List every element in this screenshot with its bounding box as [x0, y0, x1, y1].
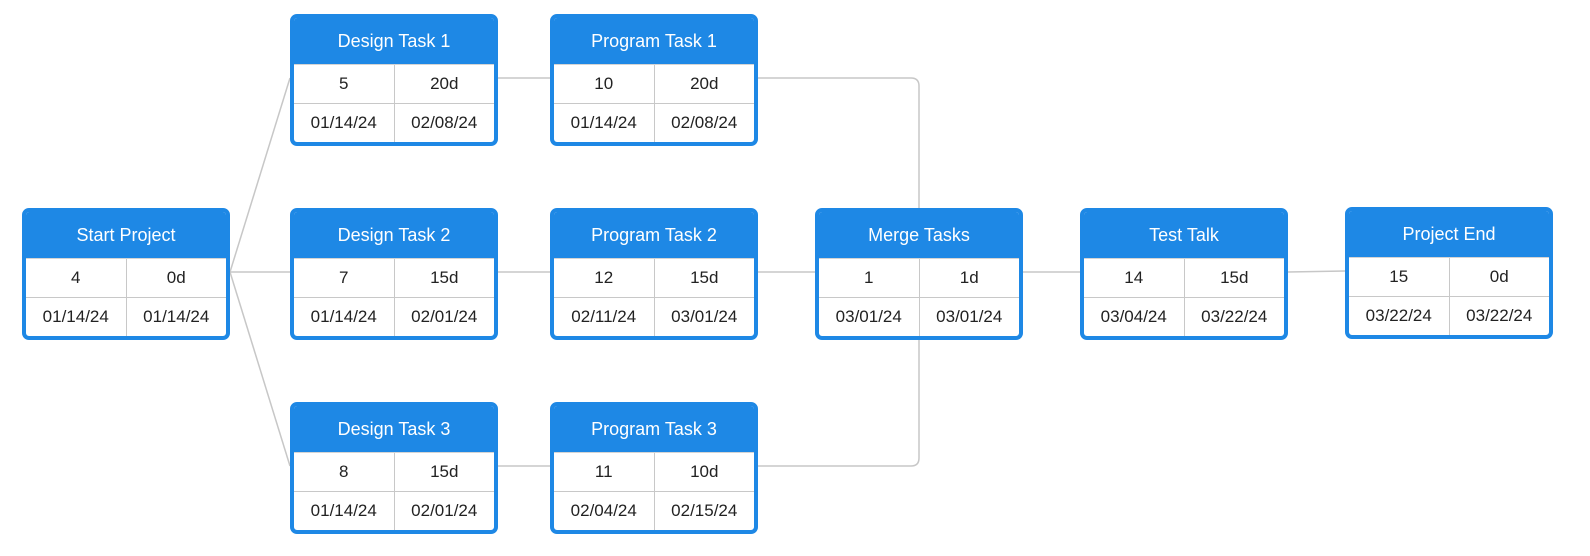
task-node-program1[interactable]: Program Task 1 10 20d 01/14/24 02/08/24	[550, 14, 758, 146]
task-title: Merge Tasks	[819, 212, 1019, 259]
task-node-program2[interactable]: Program Task 2 12 15d 02/11/24 03/01/24	[550, 208, 758, 340]
task-number: 10	[594, 74, 614, 93]
task-number: 12	[594, 268, 614, 287]
task-node-end[interactable]: Project End 15 0d 03/22/24 03/22/24	[1345, 207, 1553, 339]
task-title: Start Project	[26, 212, 226, 259]
task-start-date: 03/22/24	[1365, 306, 1432, 325]
task-title: Program Task 1	[554, 18, 754, 65]
task-end-date: 02/08/24	[653, 104, 755, 142]
task-title: Test Talk	[1084, 212, 1284, 259]
task-node-design3[interactable]: Design Task 3 8 15d 01/14/24 02/01/24	[290, 402, 498, 534]
task-number: 8	[339, 462, 349, 481]
connector-test-to-end	[1287, 270, 1346, 273]
task-dates-row: 01/14/24 02/08/24	[294, 103, 494, 142]
task-title: Project End	[1349, 211, 1549, 258]
task-duration: 15d	[1183, 259, 1285, 297]
task-duration: 15d	[393, 259, 495, 297]
task-node-design2[interactable]: Design Task 2 7 15d 01/14/24 02/01/24	[290, 208, 498, 340]
task-number: 5	[339, 74, 349, 93]
task-start-date: 01/14/24	[570, 113, 637, 132]
task-info-row: 12 15d	[554, 259, 754, 297]
task-start-date: 02/04/24	[570, 501, 637, 520]
task-info-row: 1 1d	[819, 259, 1019, 297]
task-title: Program Task 3	[554, 406, 754, 453]
task-title: Program Task 2	[554, 212, 754, 259]
task-end-date: 03/01/24	[653, 298, 755, 336]
task-duration: 1d	[918, 259, 1020, 297]
task-end-date: 03/01/24	[918, 298, 1020, 336]
task-dates-row: 01/14/24 02/08/24	[554, 103, 754, 142]
task-end-date: 03/22/24	[1448, 297, 1550, 335]
task-end-date: 02/01/24	[393, 298, 495, 336]
task-info-row: 15 0d	[1349, 258, 1549, 296]
task-start-date: 03/04/24	[1100, 307, 1167, 326]
task-info-row: 10 20d	[554, 65, 754, 103]
task-number: 14	[1124, 268, 1144, 287]
task-dates-row: 01/14/24 02/01/24	[294, 297, 494, 336]
task-info-row: 14 15d	[1084, 259, 1284, 297]
task-start-date: 01/14/24	[310, 113, 377, 132]
task-dates-row: 01/14/24 01/14/24	[26, 297, 226, 336]
task-info-row: 5 20d	[294, 65, 494, 103]
task-duration: 0d	[125, 259, 227, 297]
task-title: Design Task 1	[294, 18, 494, 65]
task-end-date: 01/14/24	[125, 298, 227, 336]
task-dates-row: 03/04/24 03/22/24	[1084, 297, 1284, 336]
task-title: Design Task 2	[294, 212, 494, 259]
task-duration: 20d	[393, 65, 495, 103]
task-start-date: 01/14/24	[310, 307, 377, 326]
task-number: 11	[594, 462, 613, 481]
task-number: 15	[1389, 267, 1409, 286]
task-number: 4	[71, 268, 81, 287]
task-node-program3[interactable]: Program Task 3 11 10d 02/04/24 02/15/24	[550, 402, 758, 534]
task-info-row: 4 0d	[26, 259, 226, 297]
task-dates-row: 02/11/24 03/01/24	[554, 297, 754, 336]
task-start-date: 03/01/24	[835, 307, 902, 326]
task-duration: 15d	[653, 259, 755, 297]
task-info-row: 7 15d	[294, 259, 494, 297]
task-start-date: 02/11/24	[571, 307, 637, 326]
connector-program3-to-merge	[758, 340, 920, 467]
task-dates-row: 03/22/24 03/22/24	[1349, 296, 1549, 335]
task-duration: 20d	[653, 65, 755, 103]
task-end-date: 02/01/24	[393, 492, 495, 530]
task-node-test[interactable]: Test Talk 14 15d 03/04/24 03/22/24	[1080, 208, 1288, 340]
task-dates-row: 02/04/24 02/15/24	[554, 491, 754, 530]
connector-start-to-design3	[229, 271, 291, 467]
task-end-date: 03/22/24	[1183, 298, 1285, 336]
task-duration: 0d	[1448, 258, 1550, 296]
connector-program1-to-merge	[758, 77, 920, 208]
task-start-date: 01/14/24	[310, 501, 377, 520]
task-dates-row: 03/01/24 03/01/24	[819, 297, 1019, 336]
task-duration: 10d	[653, 453, 755, 491]
task-number: 7	[339, 268, 349, 287]
task-node-start[interactable]: Start Project 4 0d 01/14/24 01/14/24	[22, 208, 230, 340]
task-duration: 15d	[393, 453, 495, 491]
task-node-design1[interactable]: Design Task 1 5 20d 01/14/24 02/08/24	[290, 14, 498, 146]
task-start-date: 01/14/24	[42, 307, 109, 326]
task-number: 1	[864, 268, 874, 287]
connector-start-to-design1	[229, 77, 291, 273]
task-dates-row: 01/14/24 02/01/24	[294, 491, 494, 530]
task-title: Design Task 3	[294, 406, 494, 453]
task-node-merge[interactable]: Merge Tasks 1 1d 03/01/24 03/01/24	[815, 208, 1023, 340]
task-end-date: 02/15/24	[653, 492, 755, 530]
task-info-row: 11 10d	[554, 453, 754, 491]
task-end-date: 02/08/24	[393, 104, 495, 142]
task-info-row: 8 15d	[294, 453, 494, 491]
